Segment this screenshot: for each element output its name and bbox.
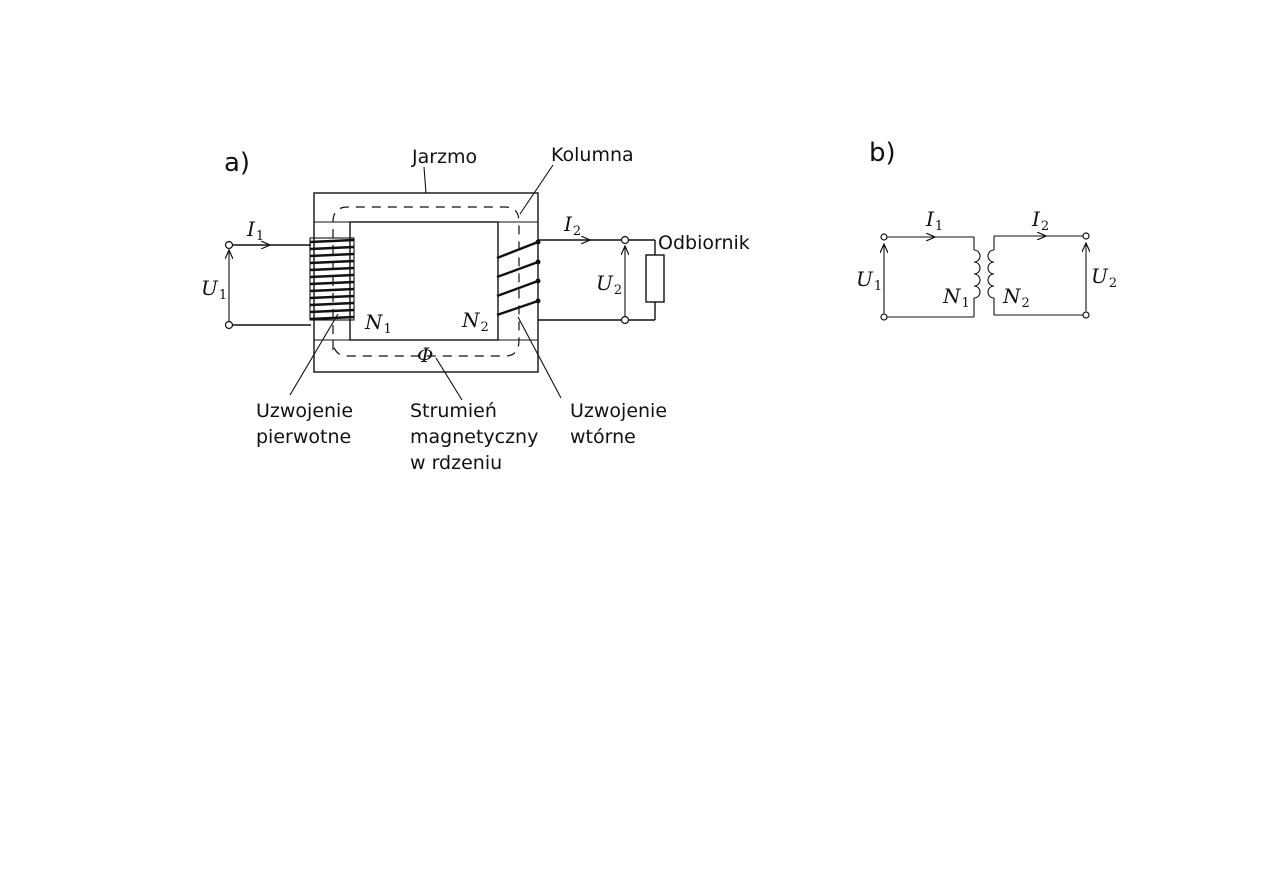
yoke-leader bbox=[423, 166, 427, 194]
primary-winding-label-1: Uzwojenie bbox=[256, 400, 353, 422]
b-n1-label: N1 bbox=[942, 284, 970, 311]
b-primary-coil bbox=[973, 249, 981, 299]
primary-coil-outline bbox=[309, 237, 355, 321]
leader-lines bbox=[289, 164, 562, 401]
b-i2-label: I2 bbox=[1031, 207, 1049, 234]
secondary-coil bbox=[496, 239, 541, 317]
primary-circuit bbox=[224, 240, 311, 330]
yoke-label: Jarzmo bbox=[411, 146, 477, 168]
flux-symbol: Φ bbox=[417, 343, 433, 367]
column-leader bbox=[519, 164, 554, 215]
b-u2-label: U2 bbox=[1091, 264, 1117, 291]
panel-a: a) bbox=[201, 144, 750, 474]
primary-coil bbox=[309, 237, 355, 321]
u1-label: U1 bbox=[201, 276, 227, 303]
secondary-coil-turns bbox=[496, 240, 539, 317]
secondary-terminal-top bbox=[620, 235, 630, 245]
secondary-coil-dot bbox=[535, 239, 541, 245]
secondary-winding-label-1: Uzwojenie bbox=[570, 400, 667, 422]
load-label: Odbiornik bbox=[658, 232, 750, 254]
flux-label-1: Strumień bbox=[410, 400, 497, 422]
panel-a-label: a) bbox=[224, 148, 250, 178]
b-secondary-terminal-top bbox=[1082, 232, 1090, 240]
primary-terminal-top bbox=[224, 240, 234, 250]
column-label: Kolumna bbox=[551, 144, 634, 166]
secondary-terminal-bottom bbox=[620, 315, 630, 325]
primary-coil-turns bbox=[309, 238, 355, 321]
b-secondary-terminal-bottom bbox=[1082, 311, 1090, 319]
n1-label: N1 bbox=[364, 310, 392, 337]
n2-label: N2 bbox=[461, 308, 489, 335]
b-n2-label: N2 bbox=[1002, 284, 1030, 311]
flux-leader bbox=[435, 357, 463, 401]
flux-label-3: w rdzeniu bbox=[410, 452, 502, 474]
load-resistor bbox=[645, 254, 665, 303]
b-primary-terminal-bottom bbox=[880, 313, 888, 321]
b-u1-label: U1 bbox=[856, 267, 882, 294]
secondary-winding-label-2: wtórne bbox=[570, 426, 636, 448]
primary-winding-leader bbox=[289, 313, 339, 396]
secondary-coil-dot bbox=[535, 278, 541, 284]
secondary-circuit bbox=[538, 235, 665, 325]
primary-winding-label-2: pierwotne bbox=[256, 426, 351, 448]
i1-label: I1 bbox=[246, 217, 264, 244]
primary-terminal-bottom bbox=[224, 320, 234, 330]
panel-b-label: b) bbox=[869, 138, 896, 168]
flux-label-2: magnetyczny bbox=[410, 426, 538, 448]
secondary-coil-dot bbox=[535, 259, 541, 265]
u2-label: U2 bbox=[596, 271, 622, 298]
b-secondary-coil bbox=[987, 249, 995, 299]
b-primary-terminal-top bbox=[880, 233, 888, 241]
secondary-winding-leader bbox=[517, 316, 562, 399]
panel-b: b) I1 I2 U1 U2 N1 N2 bbox=[856, 138, 1117, 321]
flux-path bbox=[332, 206, 520, 357]
secondary-coil-dot bbox=[535, 298, 541, 304]
b-i1-label: I1 bbox=[925, 207, 943, 234]
i2-label: I2 bbox=[563, 212, 581, 239]
